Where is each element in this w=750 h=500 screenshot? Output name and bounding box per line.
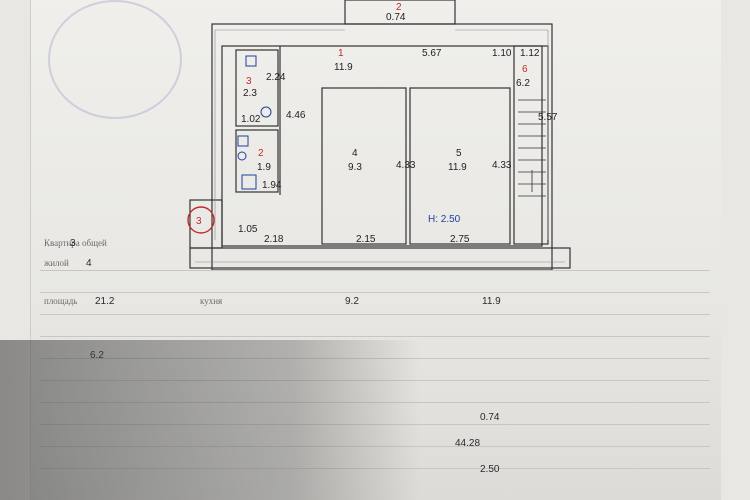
form-label: Квартира общей <box>44 238 107 248</box>
form-line <box>40 314 710 315</box>
dim-275: 2.75 <box>450 234 470 245</box>
fixture-icon <box>237 151 247 161</box>
room-4-number: 4 <box>352 148 358 159</box>
form-line <box>40 336 710 337</box>
dim-433a: 4.33 <box>396 160 416 171</box>
stamp-seal <box>48 0 182 119</box>
bottom-wall <box>189 247 571 269</box>
ceiling-height: H: 2.50 <box>428 214 461 225</box>
form-value: 0.74 <box>480 412 500 423</box>
form-line <box>40 468 710 469</box>
dim-215: 2.15 <box>356 234 376 245</box>
room-2-number: 2 <box>258 148 264 159</box>
room-3-box <box>235 49 279 127</box>
form-label: жилой <box>44 258 69 268</box>
form-value: 11.9 <box>482 296 501 307</box>
outer-wall <box>211 23 553 271</box>
inner-wall <box>221 45 543 247</box>
form-value: 4 <box>86 258 92 269</box>
dim-224: 2.24 <box>266 72 286 83</box>
form-value: 44.28 <box>455 438 481 449</box>
form-line <box>40 358 710 359</box>
fixture-icon <box>260 106 272 118</box>
room-5-area: 11.9 <box>448 162 467 173</box>
room-2-box <box>235 129 279 193</box>
form-value: 21.2 <box>95 296 115 307</box>
top-corridor <box>344 0 456 25</box>
corridor-dim-074: 0.74 <box>386 12 406 23</box>
dim-110: 1.10 <box>492 48 512 59</box>
room-3-number: 3 <box>246 76 252 87</box>
form-line <box>40 424 710 425</box>
marker-circle <box>187 206 215 234</box>
room-2-area: 1.9 <box>257 162 271 173</box>
form-label: кухня <box>200 296 223 306</box>
form-value: 9.2 <box>345 296 359 307</box>
room-6-area: 6.2 <box>516 78 530 89</box>
room-5-box <box>409 87 511 245</box>
room-5-number: 5 <box>456 148 462 159</box>
corridor-number: 2 <box>396 2 402 13</box>
room-6-number: 6 <box>522 64 528 75</box>
form-line <box>40 446 710 447</box>
form-line <box>40 402 710 403</box>
dim-218: 2.18 <box>264 234 284 245</box>
form-value: 6.2 <box>90 350 104 361</box>
room-3-area: 2.3 <box>243 88 257 99</box>
dim-557: 5.57 <box>538 112 558 123</box>
form-label: площадь <box>44 296 78 306</box>
dim-446: 4.46 <box>286 110 306 121</box>
dim-102: 1.02 <box>241 114 261 125</box>
room-1-number: 1 <box>338 48 344 59</box>
form-line <box>40 292 710 293</box>
dim-194: 1.94 <box>262 180 282 191</box>
dim-112: 1.12 <box>520 48 540 59</box>
fixture-icon <box>237 135 249 147</box>
dim-433b: 4.33 <box>492 160 512 171</box>
form-value: 3 <box>70 238 76 249</box>
room-1-area: 11.9 <box>334 62 353 73</box>
form-line <box>40 380 710 381</box>
fixture-icon <box>245 55 257 67</box>
form-line <box>40 270 710 271</box>
form-value: 2.50 <box>480 464 500 475</box>
room-4-box <box>321 87 407 245</box>
marker-number: 3 <box>196 216 202 227</box>
room-6-box <box>513 45 549 245</box>
room-4-area: 9.3 <box>348 162 362 173</box>
dim-top-span: 5.67 <box>422 48 442 59</box>
toilet-icon <box>241 174 257 190</box>
dim-105: 1.05 <box>238 224 258 235</box>
